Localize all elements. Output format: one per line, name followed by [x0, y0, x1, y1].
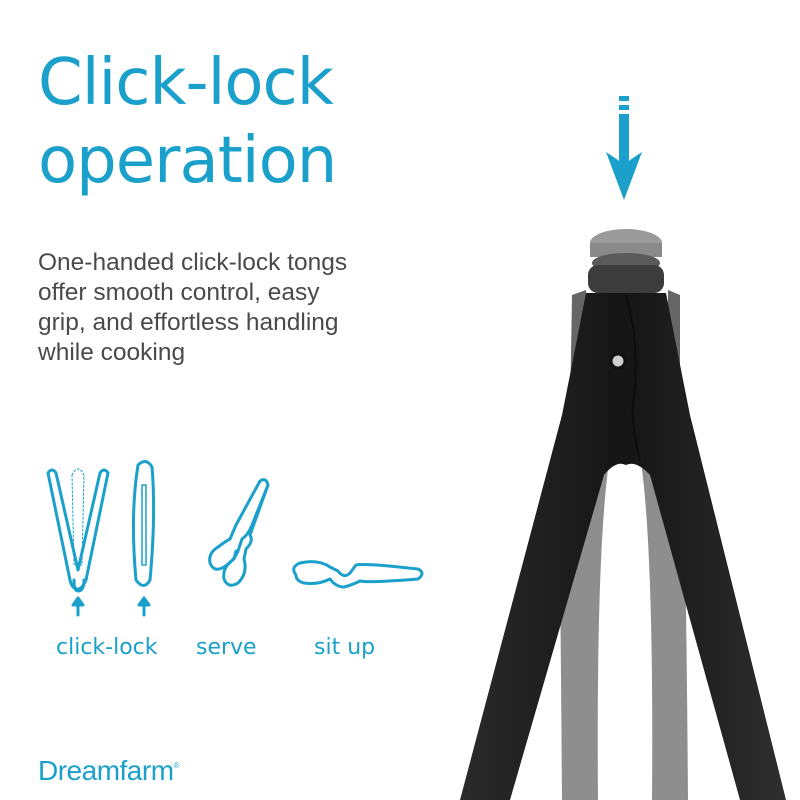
mode-label-serve: serve	[196, 635, 257, 660]
usage-modes: click-lock serve sit up	[38, 455, 438, 685]
mode-label-sit-up: sit up	[314, 635, 376, 660]
headline-line-2: operation	[38, 124, 337, 198]
arrow-down-icon	[606, 96, 642, 200]
description: One-handed click-lock tongs offer smooth…	[38, 249, 348, 366]
brand-logo: Dreamfarm®	[38, 755, 179, 786]
mode-label-click-lock: click-lock	[56, 635, 158, 660]
headline: Click-lock operation	[38, 44, 337, 200]
tongs-open-closed-icon	[46, 460, 424, 617]
tongs-product-image	[460, 229, 786, 800]
headline-line-1: Click-lock	[38, 46, 334, 120]
